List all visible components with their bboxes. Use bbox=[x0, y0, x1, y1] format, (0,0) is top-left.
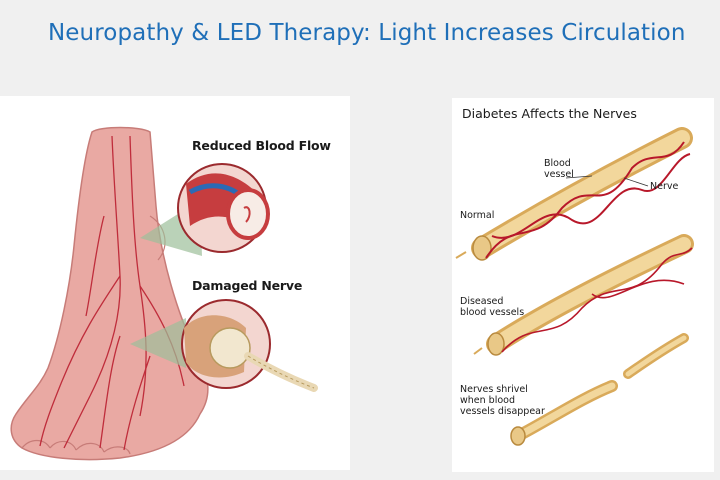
page-title: Neuropathy & LED Therapy: Light Increase… bbox=[48, 20, 686, 46]
toes-shape bbox=[21, 439, 131, 455]
reduced-blood-flow-label: Reduced Blood Flow bbox=[192, 138, 331, 153]
foot-illustration bbox=[10, 126, 318, 461]
nerve-callout-wedge bbox=[130, 318, 186, 368]
nerve-leader bbox=[623, 177, 649, 187]
diseased-vessel bbox=[501, 247, 693, 353]
blood-vessel-label: Blood vessel bbox=[544, 158, 574, 180]
shrivel-label: Nerves shrivel when blood vessels disapp… bbox=[460, 384, 545, 417]
foot-veins bbox=[39, 135, 185, 451]
normal-label: Normal bbox=[460, 210, 495, 221]
diseased-label: Diseased blood vessels bbox=[460, 296, 525, 318]
normal-vessel bbox=[485, 141, 685, 259]
blood-vessel-leader bbox=[565, 175, 593, 179]
damaged-nerve-label: Damaged Nerve bbox=[192, 278, 303, 293]
foot-shape bbox=[10, 126, 209, 461]
diabetes-panel-title: Diabetes Affects the Nerves bbox=[462, 106, 637, 121]
shrivelled-nerve bbox=[510, 333, 689, 446]
nerves-illustration bbox=[455, 127, 694, 446]
nerve-label: Nerve bbox=[650, 181, 679, 192]
diseased-nerve bbox=[473, 234, 694, 356]
normal-nerve bbox=[455, 127, 693, 261]
foot-illustration-panel: Reduced Blood Flow Damaged Nerve bbox=[0, 96, 350, 470]
diabetes-nerves-panel: Diabetes Affects the Nerves Blood vessel… bbox=[452, 98, 714, 472]
